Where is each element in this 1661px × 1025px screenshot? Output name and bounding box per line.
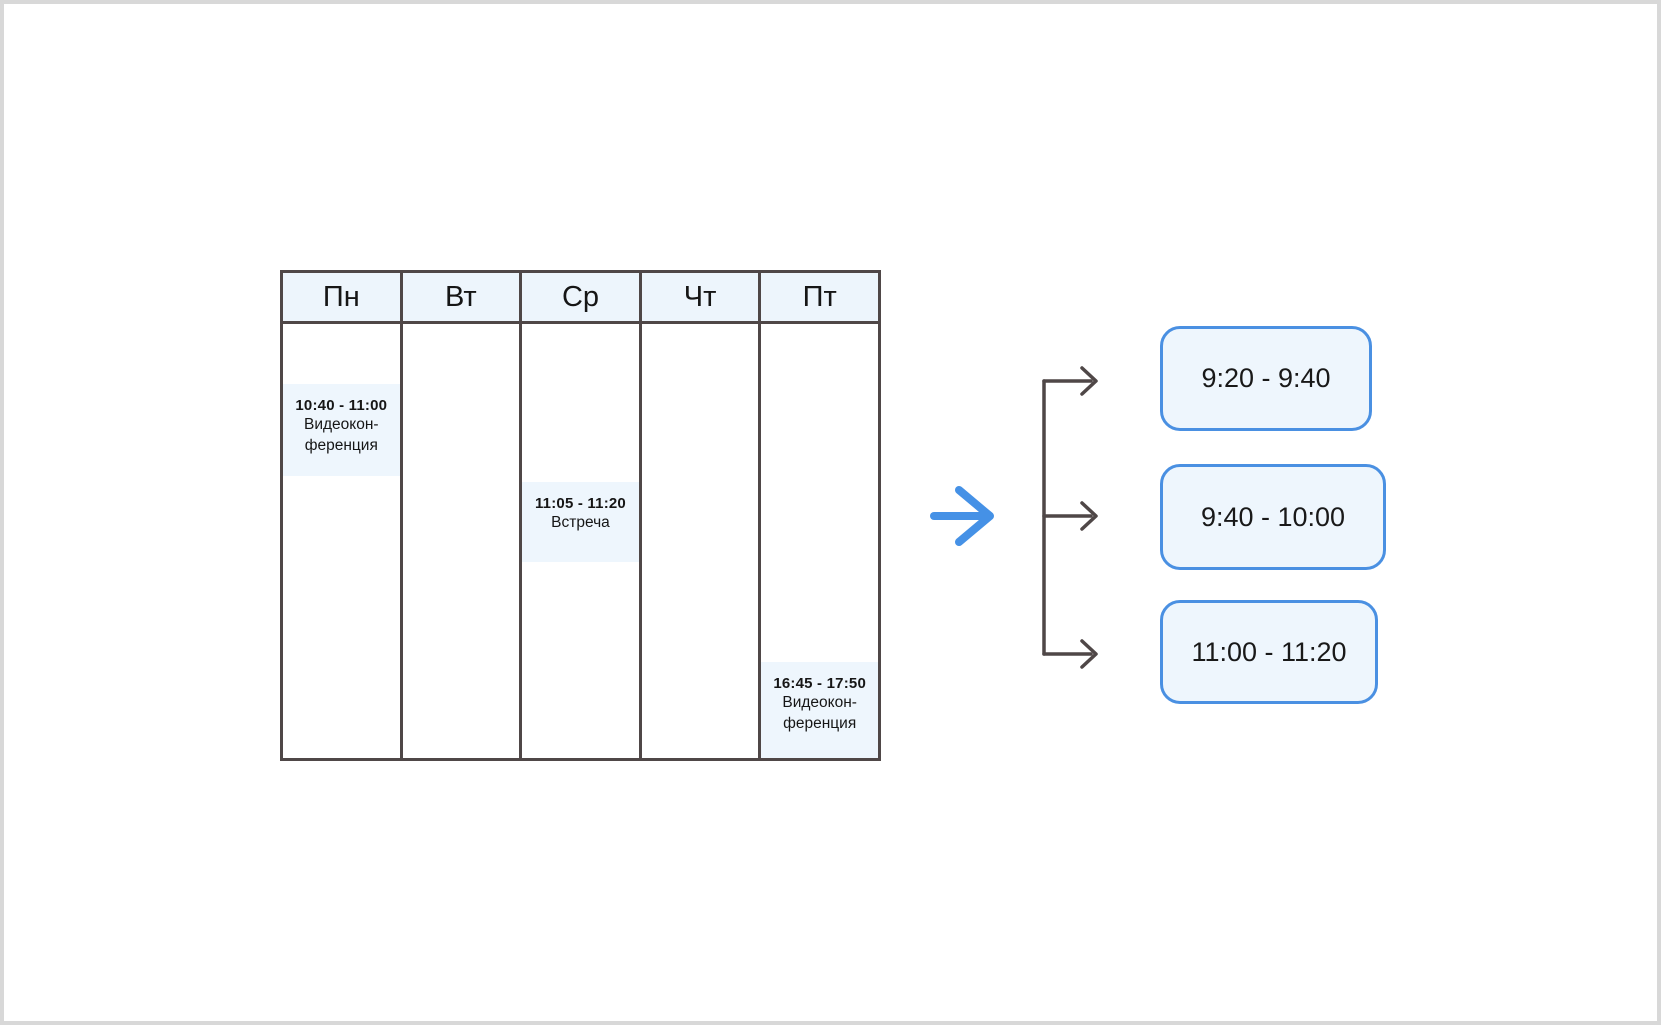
- event-title-line: Видеокон-: [782, 694, 857, 711]
- event-time: 11:05 - 11:20: [534, 495, 626, 512]
- slot-time-label: 9:20 - 9:40: [1201, 363, 1331, 393]
- day-header-fri: Пт: [761, 273, 878, 324]
- day-column-tue: Вт: [402, 273, 523, 758]
- event-title-line: ференция: [304, 437, 378, 455]
- slot-option-1: 9:20 - 9:40: [1160, 326, 1372, 431]
- branch-arrow-top: [1042, 366, 1098, 396]
- day-header-mon: Пн: [283, 273, 400, 324]
- day-header-wed: Ср: [522, 273, 639, 324]
- event-mon-videoconference: 10:40 - 11:00 Видеокон- ференция: [283, 384, 400, 476]
- event-time: 10:40 - 11:00: [295, 397, 388, 414]
- slot-option-3: 11:00 - 11:20: [1160, 600, 1378, 704]
- day-column-wed: Ср 11:05 - 11:20 Встреча: [522, 273, 642, 758]
- flow-arrow-icon: [930, 486, 994, 546]
- day-column-fri: Пт 16:45 - 17:50 Видеокон- ференция: [761, 273, 878, 758]
- slot-option-2: 9:40 - 10:00: [1160, 464, 1386, 570]
- week-calendar-table: Пн 10:40 - 11:00 Видеокон- ференция Вт С…: [280, 270, 881, 761]
- event-title-line: Встреча: [551, 514, 610, 531]
- event-time: 16:45 - 17:50: [773, 675, 866, 692]
- event-title-line: ференция: [783, 715, 857, 733]
- branch-arrow-bottom: [1042, 639, 1098, 669]
- day-column-thu: Чт: [641, 273, 762, 758]
- day-header-tue: Вт: [402, 273, 520, 324]
- day-column-mon: Пн 10:40 - 11:00 Видеокон- ференция: [283, 273, 403, 758]
- event-title-line: Видеокон-: [304, 416, 379, 433]
- slot-time-label: 11:00 - 11:20: [1191, 636, 1347, 667]
- branch-arrow-middle: [1042, 501, 1098, 531]
- event-wed-meeting: 11:05 - 11:20 Встреча: [522, 482, 639, 562]
- slot-time-label: 9:40 - 10:00: [1200, 501, 1346, 532]
- branch-arrows-icon: [1042, 366, 1098, 669]
- event-fri-videoconference: 16:45 - 17:50 Видеокон- ференция: [761, 662, 878, 758]
- day-header-thu: Чт: [641, 273, 759, 324]
